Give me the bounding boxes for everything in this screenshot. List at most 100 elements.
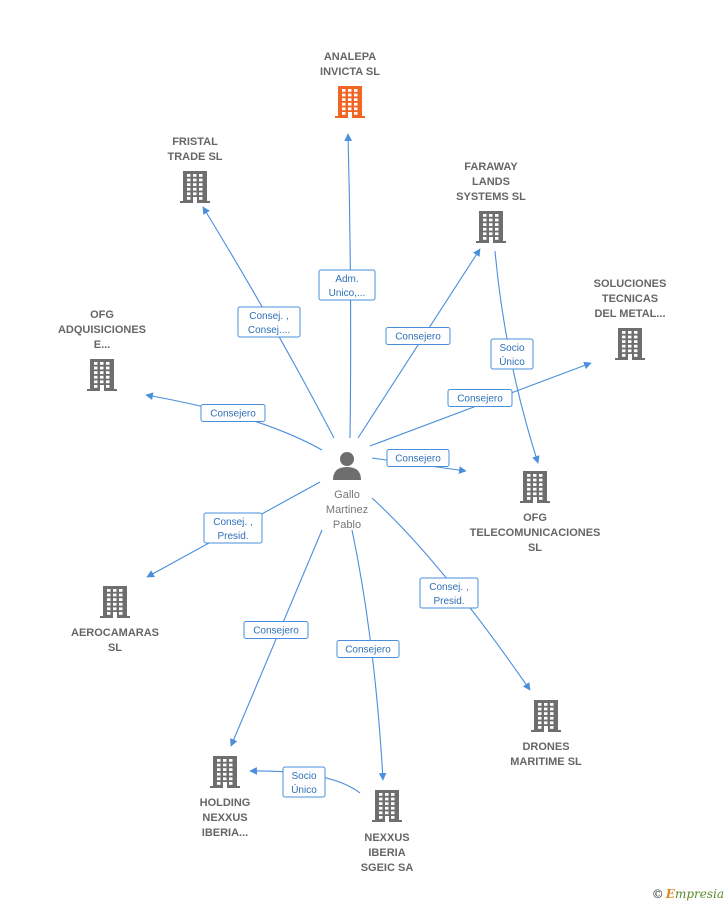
edge-label-text: Consejero — [395, 332, 441, 343]
node-label-line: FRISTAL — [172, 136, 218, 148]
edge-label-text: Consejero — [457, 394, 503, 405]
node-label-line: NEXXUS — [202, 812, 247, 824]
edge-label-box[interactable] — [385, 327, 451, 345]
edge-label-text: Presid. — [217, 531, 248, 542]
node-label-line: IBERIA — [368, 847, 405, 859]
node-label-line: Martinez — [326, 504, 368, 516]
node-label-line: TECNICAS — [602, 293, 658, 305]
edge-label-text: Socio — [499, 343, 524, 354]
empresia-watermark[interactable]: ©Empresia — [652, 887, 724, 901]
node-label-line: DRONES — [522, 741, 569, 753]
edge-label-box[interactable] — [243, 621, 309, 639]
node-label-line: LANDS — [472, 176, 510, 188]
company-node-analepa[interactable]: ANALEPA INVICTA SL — [320, 51, 380, 118]
edge-label-text: Consej. , — [429, 582, 468, 593]
edge-label-text: Consejero — [210, 409, 256, 420]
node-label-line: Pablo — [333, 519, 361, 531]
node-label-line: OFG — [90, 309, 114, 321]
brand-name: mpresia — [674, 887, 724, 901]
edge-label-text: Consejero — [345, 645, 391, 656]
building-icon — [615, 328, 645, 360]
node-label-line: TELECOMUNICACIONES — [470, 527, 601, 539]
edge-center-to-drones[interactable]: Consej. , Presid. — [371, 497, 531, 691]
edge-label-box[interactable] — [447, 389, 513, 407]
edge-label-text: Adm. — [335, 274, 358, 285]
building-icon — [210, 756, 240, 788]
building-icon — [335, 86, 365, 118]
edge-label-box[interactable] — [200, 404, 266, 422]
company-node-fristal[interactable]: FRISTAL TRADE SL — [168, 136, 223, 203]
edge-center-to-holding[interactable]: Consejero — [230, 529, 323, 747]
edge-center-to-fristal[interactable]: Consej. , Consej.... — [202, 206, 335, 439]
node-label-line: SL — [108, 642, 122, 654]
edge-center-to-ofg-adq[interactable]: Consejero — [145, 392, 323, 451]
node-label-line: SL — [528, 542, 542, 554]
company-node-holding[interactable]: HOLDINGNEXXUSIBERIA... — [200, 756, 251, 839]
building-icon — [476, 211, 506, 243]
node-label-line: INVICTA SL — [320, 66, 380, 78]
edge-center-to-ofg-tel[interactable]: Consejero — [371, 449, 467, 474]
edge-label-text: Consej. , — [213, 517, 252, 528]
node-label-line: FARAWAY — [464, 161, 518, 173]
edge-label-box[interactable] — [282, 766, 326, 798]
edge-label-box[interactable] — [490, 338, 534, 370]
edge-label-box[interactable] — [336, 640, 400, 658]
edge-label-text: Presid. — [433, 596, 464, 607]
copyright-symbol: © — [651, 887, 664, 901]
edge-line — [371, 497, 531, 691]
building-icon — [180, 171, 210, 203]
node-label-line: ADQUISICIONES — [58, 324, 146, 336]
edge-label-text: Consej. , — [249, 311, 288, 322]
edge-label-text: Consej.... — [248, 325, 290, 336]
edge-label-box[interactable] — [237, 306, 301, 338]
node-label-line: ANALEPA — [324, 51, 376, 63]
person-icon — [333, 452, 361, 480]
building-icon — [520, 471, 550, 503]
edge-center-to-soluciones[interactable]: Consejero — [369, 361, 592, 447]
company-node-soluciones[interactable]: SOLUCIONES TECNICAS DEL METAL... — [594, 278, 667, 360]
edge-label-text: Socio — [291, 771, 316, 782]
edge-center-to-nexxus[interactable]: Consejero — [336, 529, 400, 781]
edge-label-box[interactable] — [318, 269, 376, 301]
node-label-line: Gallo — [334, 489, 360, 501]
edge-label-text: Consejero — [395, 454, 441, 465]
company-node-ofg-tel[interactable]: OFG TELECOMUNICACIONES SL — [470, 471, 601, 554]
brand-initial: E — [665, 887, 675, 901]
building-icon — [87, 359, 117, 391]
node-label-line: E... — [94, 339, 111, 351]
node-label-line: AEROCAMARAS — [71, 627, 159, 639]
node-label-line: DEL METAL... — [594, 308, 665, 320]
building-icon — [100, 586, 130, 618]
node-label-line: TRADE SL — [168, 151, 223, 163]
edge-center-to-aerocamaras[interactable]: Consej. , Presid. — [146, 481, 321, 578]
edge-center-to-analepa[interactable]: Adm. Unico,... — [318, 133, 376, 439]
edge-label-box[interactable] — [386, 449, 450, 467]
edge-label-text: Único — [291, 783, 317, 796]
company-node-drones[interactable]: DRONES MARITIME SL — [510, 700, 582, 768]
node-label-line: IBERIA... — [202, 827, 248, 839]
node-label-line: SYSTEMS SL — [456, 191, 526, 203]
edge-label-box[interactable] — [203, 512, 263, 544]
edge-label-text: Consejero — [253, 626, 299, 637]
edge-label-text: Único — [499, 355, 525, 368]
node-label-line: SGEIC SA — [361, 862, 414, 874]
building-icon — [531, 700, 561, 732]
node-label-line: SOLUCIONES — [594, 278, 667, 290]
node-label-line: MARITIME SL — [510, 756, 582, 768]
company-node-ofg-adq[interactable]: OFG ADQUISICIONES E... — [58, 309, 146, 391]
node-label-line: OFG — [523, 512, 547, 524]
building-icon — [372, 790, 402, 822]
edge-label-text: Unico,... — [329, 288, 366, 299]
edge-center-to-faraway[interactable]: Consejero — [357, 248, 481, 439]
edge-line — [145, 392, 323, 451]
edge-label-box[interactable] — [419, 577, 479, 609]
edges-layer: Adm. Unico,... Consej. , Consej.... Consejer… — [145, 133, 592, 798]
company-node-aerocamaras[interactable]: AEROCAMARAS SL — [71, 586, 159, 654]
company-node-faraway[interactable]: FARAWAY LANDS SYSTEMS SL — [456, 161, 526, 243]
